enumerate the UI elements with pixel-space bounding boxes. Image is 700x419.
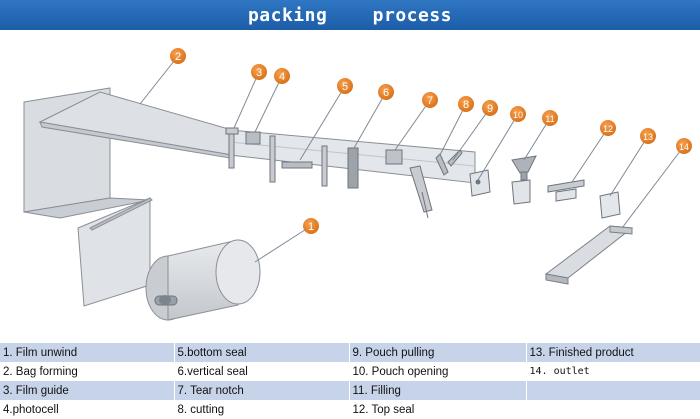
legend-row: 3. Film guide 7. Tear notch 11. Filling xyxy=(0,381,700,400)
legend-row: 4.photocell 8. cutting 12. Top seal xyxy=(0,400,700,419)
legend-cutting: 8. cutting xyxy=(174,400,350,419)
callout-3: 3 xyxy=(251,64,267,80)
photocell xyxy=(245,131,261,145)
page-title: packing process xyxy=(247,4,453,26)
svg-text:4: 4 xyxy=(279,71,285,83)
legend-table: 1. Film unwind 5.bottom seal 9. Pouch pu… xyxy=(0,343,700,419)
callout-leaders xyxy=(139,55,685,263)
legend-pouch-opening: 10. Pouch opening xyxy=(349,362,527,381)
legend-pouch-pulling: 9. Pouch pulling xyxy=(349,343,527,362)
legend-empty-cell xyxy=(526,381,700,400)
callout-4: 4 xyxy=(274,68,290,84)
legend-photocell: 4.photocell xyxy=(0,400,175,419)
svg-text:7: 7 xyxy=(427,95,433,107)
legend-bag-forming: 2. Bag forming xyxy=(0,362,175,381)
svg-text:10: 10 xyxy=(513,110,523,120)
cutting-unit xyxy=(409,165,433,219)
legend-empty-cell xyxy=(526,400,700,419)
svg-text:6: 6 xyxy=(383,87,389,99)
svg-text:11: 11 xyxy=(545,114,554,124)
tear-notch xyxy=(385,149,403,165)
callout-8: 8 xyxy=(458,96,474,112)
svg-text:2: 2 xyxy=(175,51,181,63)
legend-finished-product: 13. Finished product xyxy=(526,343,700,362)
callout-13: 13 xyxy=(640,128,656,144)
callout-12: 12 xyxy=(600,120,616,136)
film-guide xyxy=(225,127,239,169)
legend-outlet: 14. outlet xyxy=(526,362,700,381)
legend-row: 1. Film unwind 5.bottom seal 9. Pouch pu… xyxy=(0,343,700,362)
pouch-opening xyxy=(469,169,491,197)
bottom-seal xyxy=(269,135,313,183)
legend-vertical-seal: 6.vertical seal xyxy=(174,362,350,381)
packing-machine-diagram: 2 3 4 5 6 7 8 9 10 11 12 13 14 1 xyxy=(23,48,692,321)
svg-text:8: 8 xyxy=(463,99,469,111)
legend-top-seal: 12. Top seal xyxy=(349,400,527,419)
legend-film-unwind: 1. Film unwind xyxy=(0,343,175,362)
svg-text:5: 5 xyxy=(342,81,348,93)
legend-bottom-seal: 5.bottom seal xyxy=(174,343,350,362)
svg-text:12: 12 xyxy=(603,124,613,134)
callout-10: 10 xyxy=(510,106,526,122)
callout-1: 1 xyxy=(303,218,319,234)
callout-9: 9 xyxy=(482,100,498,116)
callout-2: 2 xyxy=(170,48,186,64)
callout-11: 11 xyxy=(542,110,558,126)
callout-6: 6 xyxy=(378,84,394,100)
legend-film-guide: 3. Film guide xyxy=(0,381,175,400)
outlet-chute xyxy=(544,225,634,285)
callout-5: 5 xyxy=(337,78,353,94)
svg-text:14: 14 xyxy=(679,142,689,152)
callout-14: 14 xyxy=(676,138,692,154)
svg-text:9: 9 xyxy=(487,103,493,115)
top-seal xyxy=(547,179,585,202)
legend-tear-notch: 7. Tear notch xyxy=(174,381,350,400)
film-roll xyxy=(145,239,261,321)
svg-text:1: 1 xyxy=(308,221,314,233)
legend-row: 2. Bag forming 6.vertical seal 10. Pouch… xyxy=(0,362,700,381)
svg-text:3: 3 xyxy=(256,67,262,79)
svg-text:13: 13 xyxy=(643,132,653,142)
filling-hopper xyxy=(511,155,537,205)
title-bar: packing process xyxy=(0,0,700,30)
vertical-seal xyxy=(321,145,359,189)
callout-7: 7 xyxy=(422,92,438,108)
legend-filling: 11. Filling xyxy=(349,381,527,400)
